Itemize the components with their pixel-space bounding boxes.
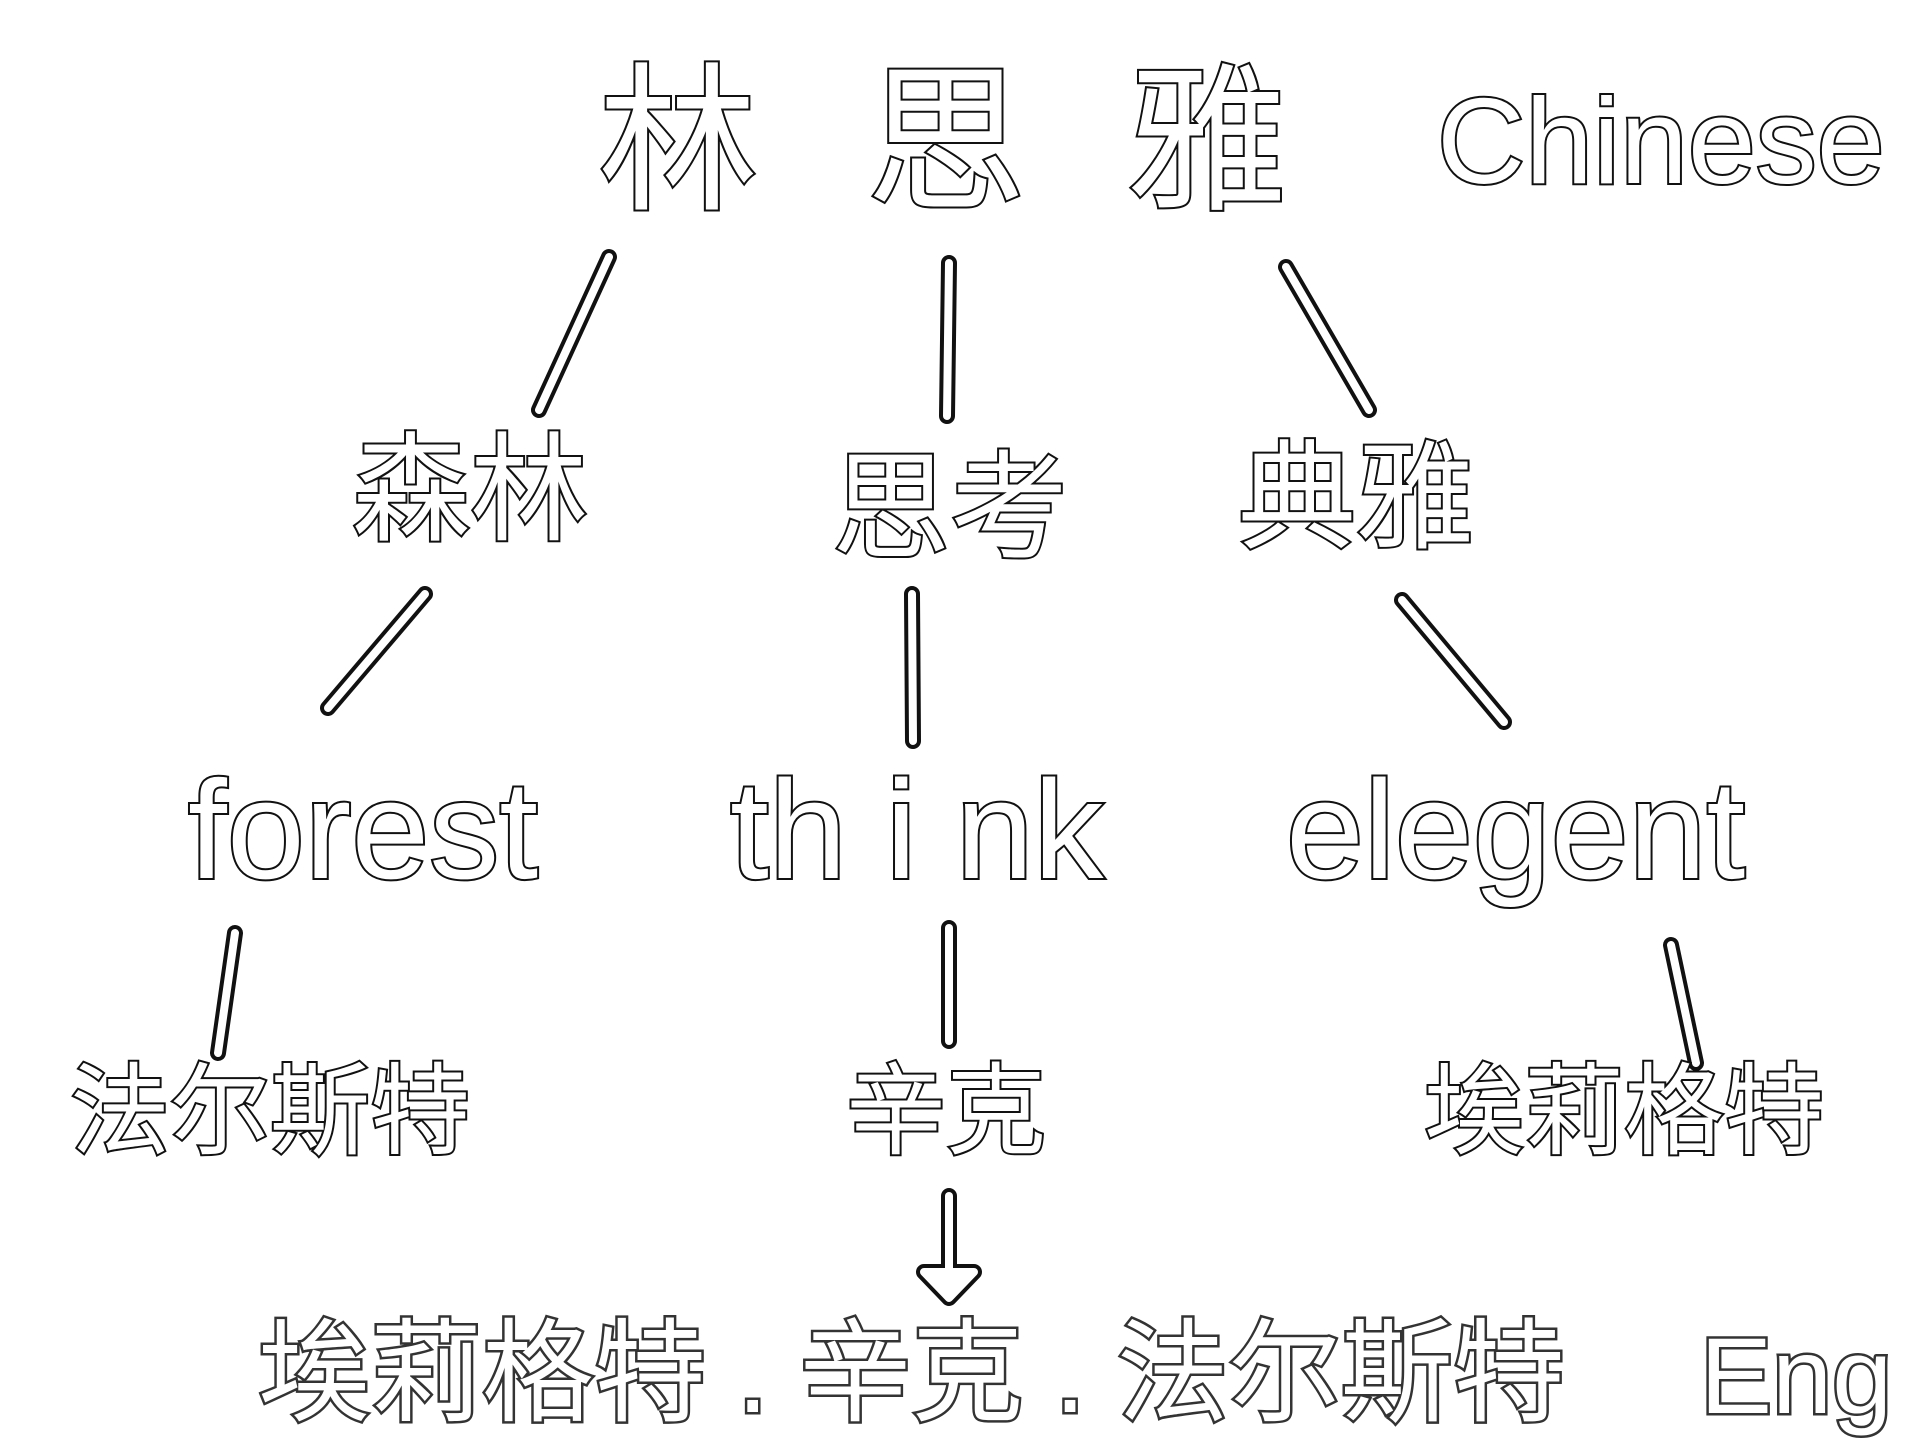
translit-forest: 法尔斯特 (68, 1056, 472, 1168)
word-elegent-en: elegent (1284, 751, 1747, 908)
connector-line (908, 590, 917, 745)
word-elegant-cn: 典雅 (1236, 433, 1476, 565)
top-char-lin: 林 (596, 52, 760, 231)
translit-think: 辛克 (844, 1056, 1048, 1168)
language-label-english: Eng (1697, 1315, 1894, 1436)
connector-line (1398, 596, 1508, 726)
word-think-cn: 思考 (830, 443, 1070, 575)
connector-line (943, 259, 953, 420)
word-forest-en: forest (186, 751, 540, 908)
top-char-ya: 雅 (1125, 52, 1289, 231)
translit-elegent: 埃莉格特 (1422, 1056, 1826, 1168)
result-name: 埃莉格特 . 辛克 . 法尔斯特 (256, 1311, 1568, 1436)
arrow-down-icon (920, 1268, 978, 1302)
connector-line (214, 929, 239, 1057)
top-char-si: 思 (864, 52, 1028, 231)
connector-line (535, 253, 613, 414)
connector-line (1282, 263, 1373, 414)
language-label-chinese: Chinese (1435, 73, 1887, 209)
word-forest-cn: 森林 (350, 425, 590, 557)
word-think-en: th i nk (728, 751, 1106, 908)
connector-line (324, 590, 429, 712)
connector-line (1667, 941, 1700, 1067)
